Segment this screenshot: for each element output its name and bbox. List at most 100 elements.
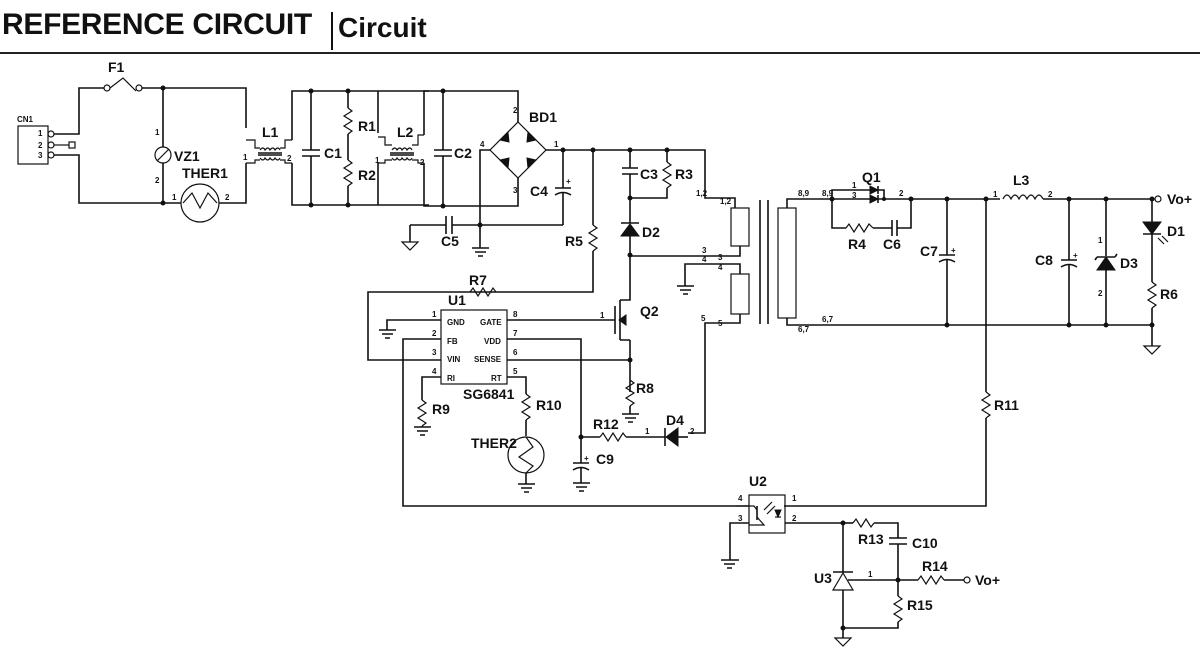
svg-text:1,2: 1,2 <box>696 189 708 198</box>
vout-terminal <box>1154 195 1162 203</box>
svg-text:1: 1 <box>1098 236 1103 245</box>
wire <box>479 149 490 248</box>
svg-text:D4: D4 <box>666 412 684 428</box>
resistor-r14: R14 <box>898 558 964 586</box>
svg-text:1: 1 <box>852 181 857 190</box>
svg-text:1,2: 1,2 <box>720 197 732 206</box>
wire <box>786 318 1153 326</box>
svg-text:+: + <box>951 246 956 255</box>
capacitor-c10: C10 <box>889 535 938 580</box>
svg-text:THER1: THER1 <box>182 165 228 181</box>
svg-text:THER2: THER2 <box>471 435 517 451</box>
svg-text:8,9: 8,9 <box>822 189 834 198</box>
capacitor-c3: C3 <box>622 150 658 198</box>
wire <box>423 90 519 135</box>
wire <box>421 376 441 400</box>
resistor-r4: R4 <box>831 199 892 252</box>
page-subtitle: Circuit <box>338 12 427 43</box>
svg-text:1: 1 <box>792 494 797 503</box>
svg-text:R9: R9 <box>432 401 450 417</box>
resistor-r5: R5 <box>367 150 599 361</box>
varistor-vz1: VZ1 1 2 <box>154 88 200 203</box>
svg-text:+: + <box>1073 251 1078 260</box>
svg-text:5: 5 <box>513 367 518 376</box>
svg-text:RT: RT <box>491 374 502 383</box>
svg-text:6: 6 <box>513 348 518 357</box>
wire <box>219 163 247 204</box>
cn1-label: CN1 <box>17 115 34 124</box>
wire <box>423 163 519 207</box>
svg-text:R6: R6 <box>1160 286 1178 302</box>
svg-text:SG6841: SG6841 <box>463 386 515 402</box>
svg-text:1: 1 <box>155 128 160 137</box>
zener-diode-d3: D3 1 2 <box>1094 199 1138 325</box>
svg-text:R8: R8 <box>636 380 654 396</box>
svg-text:2: 2 <box>792 514 797 523</box>
svg-text:Q1: Q1 <box>862 169 881 185</box>
wire <box>402 338 736 507</box>
svg-text:GND: GND <box>447 318 465 327</box>
svg-text:2: 2 <box>155 176 160 185</box>
resistor-r15: R15 <box>843 580 933 629</box>
svg-text:R2: R2 <box>358 167 376 183</box>
svg-text:C6: C6 <box>883 236 901 252</box>
svg-text:RI: RI <box>447 374 455 383</box>
wire <box>507 376 527 394</box>
svg-text:R5: R5 <box>565 233 583 249</box>
choke-l2: L2 1 2 <box>375 124 425 167</box>
shunt-regulator-u3: U3 1 <box>814 523 898 628</box>
svg-text:3: 3 <box>432 348 437 357</box>
wire <box>704 175 736 208</box>
wire <box>729 522 749 560</box>
svg-text:2: 2 <box>690 427 695 436</box>
svg-text:R1: R1 <box>358 118 376 134</box>
svg-text:GATE: GATE <box>480 318 502 327</box>
svg-text:1: 1 <box>993 190 998 199</box>
capacitor-c2: C2 <box>434 91 472 206</box>
svg-text:8,9: 8,9 <box>798 189 810 198</box>
svg-text:4: 4 <box>480 140 485 149</box>
resistor-r10: R10 <box>520 393 562 436</box>
svg-text:1: 1 <box>600 311 605 320</box>
svg-text:L2: L2 <box>397 124 414 140</box>
resistor-r6: R6 <box>1146 281 1178 346</box>
svg-text:5: 5 <box>701 314 706 323</box>
wire <box>507 338 582 437</box>
svg-text:2: 2 <box>287 154 292 163</box>
header-rule <box>0 52 1200 54</box>
svg-text:3: 3 <box>513 186 518 195</box>
chassis-ground-icon <box>1142 345 1162 355</box>
svg-text:C10: C10 <box>912 535 938 551</box>
svg-text:D2: D2 <box>642 224 660 240</box>
svg-text:4: 4 <box>738 494 743 503</box>
resistor-r9: R9 <box>414 399 450 436</box>
capacitor-c7: + C7 <box>920 199 956 325</box>
svg-text:C8: C8 <box>1035 252 1053 268</box>
svg-text:1: 1 <box>645 427 650 436</box>
inductor-l3: L3 1 2 <box>993 172 1053 201</box>
cn1-pin-2: 2 <box>38 141 43 150</box>
svg-text:U1: U1 <box>448 292 466 308</box>
svg-text:2: 2 <box>899 189 904 198</box>
svg-text:R10: R10 <box>536 397 562 413</box>
svg-text:U3: U3 <box>814 570 832 586</box>
svg-text:C4: C4 <box>530 183 548 199</box>
resistor-r1: R1 <box>342 91 376 160</box>
mosfet-q2: Q2 1 <box>600 255 659 392</box>
svg-text:1: 1 <box>243 153 248 162</box>
svg-text:2: 2 <box>1098 289 1103 298</box>
svg-text:8: 8 <box>513 310 518 319</box>
svg-text:U2: U2 <box>749 473 767 489</box>
svg-text:R14: R14 <box>922 558 948 574</box>
svg-text:BD1: BD1 <box>529 109 557 125</box>
ground-icon <box>472 247 489 257</box>
transformer-primary-winding <box>730 207 750 247</box>
resistor-r11: R11 <box>784 199 1019 507</box>
resistor-r3: R3 <box>630 150 693 199</box>
svg-text:VIN: VIN <box>447 355 461 364</box>
choke-l1: L1 1 2 <box>243 124 292 164</box>
capacitor-c9: + C9 <box>572 437 614 492</box>
svg-text:2: 2 <box>420 158 425 167</box>
wire <box>688 314 741 434</box>
